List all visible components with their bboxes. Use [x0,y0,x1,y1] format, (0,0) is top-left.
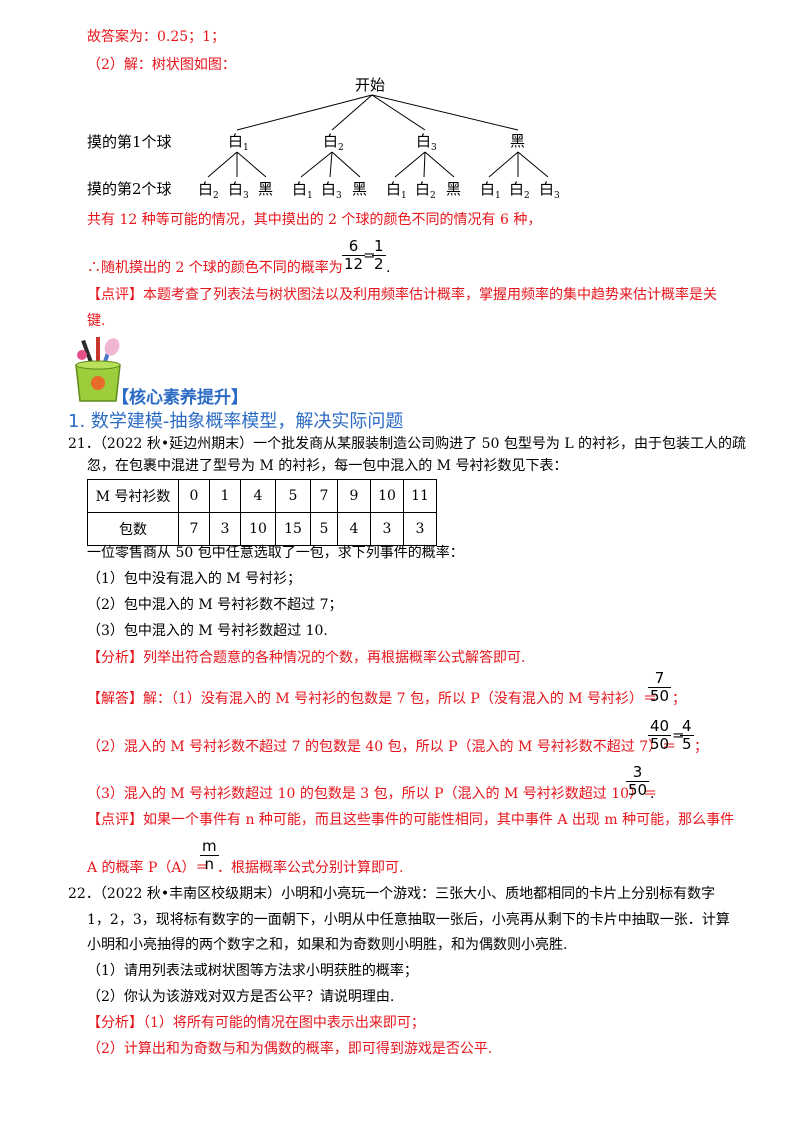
question-21-cont: 忽，在包裹中混进了型号为 M 的衬衫，每一包中混入的 M 号衬衫数见下表： [87,458,568,474]
table-cell: 7 [178,512,210,546]
table-header-cell: M 号衬衫数 [87,479,179,513]
analysis-22-cont: （2）计算出和为奇数与和为偶数的概率，即可得到游戏是否公平. [87,1041,493,1057]
cases-count: 共有 12 种等可能的情况，其中摸出的 2 个球的颜色不同的情况有 6 种， [87,212,542,228]
tree-row2-label: 摸的第2个球 [87,180,172,198]
tree-leaf: 白3 [228,180,249,201]
section-title: 1. 数学建模-抽象概率模型，解决实际问题 [68,411,404,432]
section-banner: 【核心素养提升】 [112,388,248,408]
tree-node: 白2 [323,132,344,153]
denominator: 2 [374,255,384,273]
numerator: 40 [650,717,670,735]
table-cell: 4 [240,479,276,513]
comment-1: 【点评】本题考查了列表法与树状图法以及利用频率估计概率，掌握用频率的集中趋势来估… [87,287,717,303]
comment-2-cont: A 的概率 P（A）＝ [87,860,210,876]
answer-21-2: （2）混入的 M 号衬衫数不超过 7 的包数是 40 包，所以 P（混入的 M … [87,739,677,755]
tree-row1-label: 摸的第1个球 [87,133,172,151]
question-22: 22．（2022 秋•丰南区校级期末）小明和小亮玩一个游戏：三张大小、质地都相同… [68,886,716,902]
denominator: 5 [682,735,692,753]
question-22-cont2: 小明和小亮抽得的两个数字之和，如果和为奇数则小明胜，和为偶数则小亮胜. [87,937,568,953]
table-cell: 0 [178,479,210,513]
semicolon: ； [694,739,708,755]
answer-line: 故答案为：0.25；1； [87,29,226,45]
tree-lines [207,94,549,178]
table-cell: 4 [337,512,371,546]
solution-intro: （2）解：树状图如图： [87,57,236,73]
table-cell: 1 [209,479,241,513]
tree-root: 开始 [355,76,386,94]
table-row: 包数 7 3 10 15 5 4 3 3 [87,512,437,546]
tree-leaf: 白2 [509,180,530,201]
semicolon: ； [672,691,686,707]
tree-node: 黑 [510,132,526,150]
table-cell: 3 [370,512,404,546]
numerator: m [202,837,217,855]
analysis-21: 【分析】列举出符合题意的各种情况的个数，再根据概率公式解答即可. [87,650,526,666]
tree-leaf: 白1 [292,180,313,201]
tree-leaf: 白3 [321,180,342,201]
period: . [386,260,391,276]
question-21-part2: （2）包中混入的 M 号衬衫数不超过 7； [87,597,343,613]
tree-leaf: 白2 [198,180,219,201]
analysis-22: 【分析】（1）将所有可能的情况在图中表示出来即可； [87,1015,425,1031]
answer-21-3: （3）混入的 M 号衬衫数超过 10 的包数是 3 包，所以 P（混入的 M 号… [87,786,658,802]
comment-2-end: ．根据概率公式分别计算即可. [217,860,404,876]
table-row: M 号衬衫数 0 1 4 5 7 9 10 11 [87,479,437,513]
table-cell: 9 [337,479,371,513]
question-21-part1: （1）包中没有混入的 M 号衬衫； [87,571,302,587]
question-22-part2: （2）你认为该游戏对双方是否公平？请说明理由. [87,989,395,1005]
question-22-part1: （1）请用列表法或树状图等方法求小明获胜的概率； [87,963,418,979]
table-cell: 5 [275,479,311,513]
equals-sign: = [672,726,685,744]
tree-node: 白1 [228,132,249,153]
table-cell: 11 [403,479,437,513]
comment-2: 【点评】如果一个事件有 n 种可能，而且这些事件的可能性相同，其中事件 A 出现… [87,812,735,828]
denominator: 50 [628,781,648,799]
table-cell: 3 [403,512,437,546]
tree-leaf: 黑 [352,180,368,198]
table-cell: 7 [310,479,338,513]
question-21-part3: （3）包中混入的 M 号衬衫数超过 10. [87,623,328,639]
denominator: n [204,855,215,873]
shirt-table: M 号衬衫数 0 1 4 5 7 9 10 11 包数 7 3 10 15 5 … [87,479,437,546]
tree-leaf: 白3 [539,180,560,201]
tree-leaf: 黑 [446,180,462,198]
comment-1-cont: 键. [87,313,106,329]
table-cell: 10 [370,479,404,513]
tree-leaf: 白1 [480,180,501,201]
numerator: 7 [654,669,665,687]
table-cell: 3 [209,512,241,546]
denominator: 50 [650,735,670,753]
tree-leaf: 白1 [386,180,407,201]
table-header-cell: 包数 [87,512,179,546]
table-cell: 15 [275,512,311,546]
denominator: 50 [650,687,670,705]
table-cell: 10 [240,512,276,546]
tree-leaf: 白2 [415,180,436,201]
question-22-cont1: 1，2，3，现将标有数字的一面朝下，小明从中任意抽取一张后，小亮再从剩下的卡片中… [87,912,730,928]
numerator: 3 [632,763,643,781]
denominator: 12 [344,255,364,273]
tree-node: 白3 [416,132,437,153]
numerator: 6 [348,237,359,255]
pencil-cup-icon [75,337,121,402]
period: . [650,786,655,802]
tree-leaf: 黑 [258,180,274,198]
probability-statement: ∴随机摸出的 2 个球的颜色不同的概率为 [87,260,343,276]
numerator: 4 [682,717,692,735]
question-21-prompt: 一位零售商从 50 包中任意选取了一包，求下列事件的概率： [87,545,464,561]
table-cell: 5 [310,512,338,546]
question-21: 21．（2022 秋•延边州期末）一个批发商从某服装制造公司购进了 50 包型号… [68,436,747,452]
answer-21-1: 【解答】解：（1）没有混入的 M 号衬衫的包数是 7 包，所以 P（没有混入的 … [87,691,658,707]
numerator: 1 [374,237,384,255]
equals-sign: = [363,246,376,264]
